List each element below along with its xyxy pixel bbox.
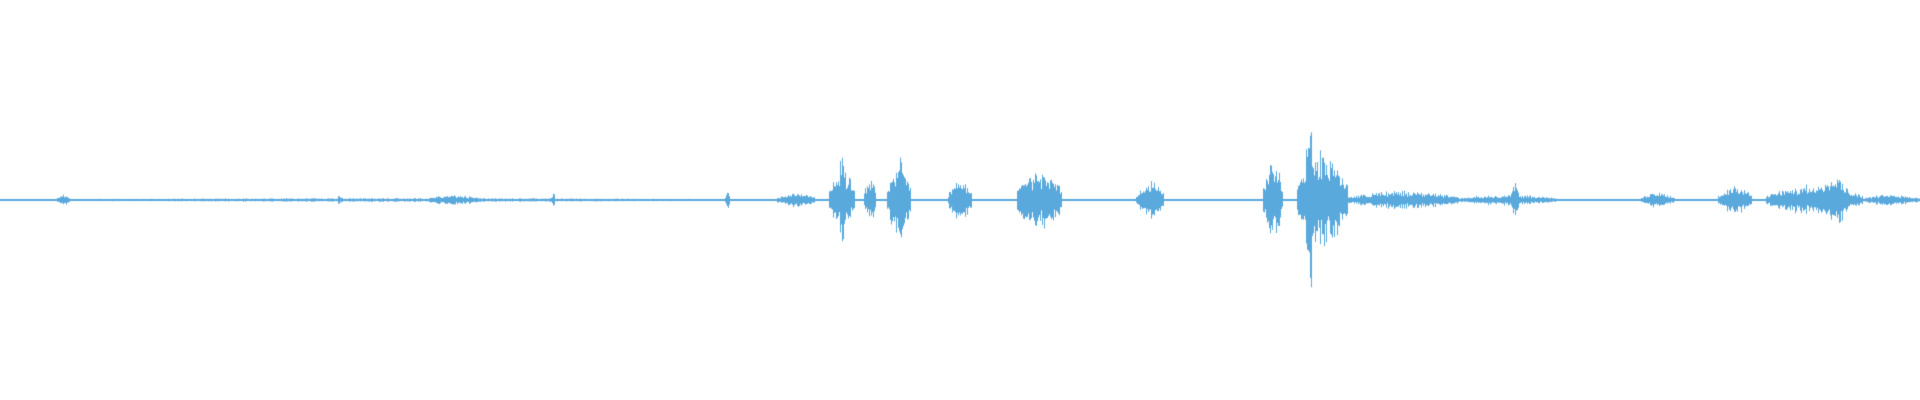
audio-waveform bbox=[0, 0, 1920, 400]
